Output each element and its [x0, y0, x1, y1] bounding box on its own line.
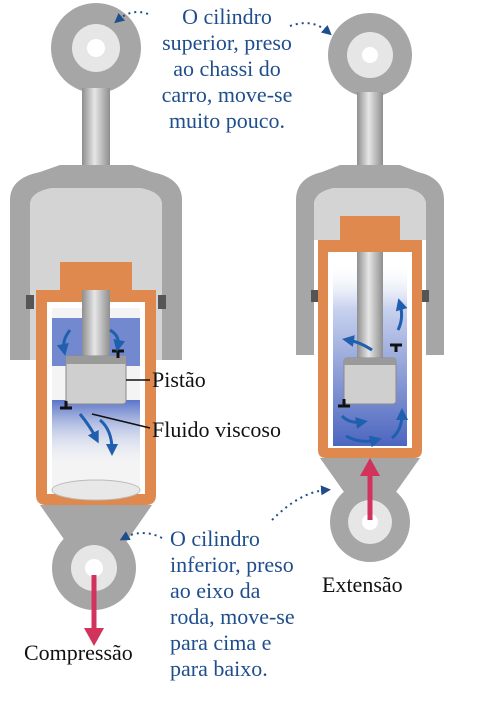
fluid-label: Fluido viscoso [152, 417, 281, 442]
extension-label: Extensão [322, 572, 403, 597]
callout-bottom-left [119, 531, 163, 541]
note-line: ao chassi do [173, 56, 281, 81]
callout-top-right [289, 22, 332, 36]
note-line: roda, move-se [170, 604, 295, 629]
upper-dust-cover-right [296, 165, 444, 355]
upper-dust-cover [10, 165, 182, 360]
piston-label: Pistão [152, 367, 206, 392]
note-line: O cilindro [170, 526, 260, 551]
note-line: O cilindro [182, 4, 272, 29]
top-cylinder-note: O cilindro superior, preso ao chassi do … [152, 4, 302, 134]
callout-bottom-right [271, 485, 331, 521]
note-line: superior, preso [162, 30, 292, 55]
compression-label: Compressão [24, 640, 133, 665]
note-line: ao eixo da [170, 578, 261, 603]
note-line: para baixo. [170, 656, 268, 681]
note-line: muito pouco. [168, 108, 286, 133]
fluid-leader [91, 413, 151, 429]
note-line: para cima e [170, 630, 272, 655]
bottom-cylinder-note: O cilindro inferior, preso ao eixo da ro… [170, 526, 295, 682]
note-line: inferior, preso [170, 552, 294, 577]
right-absorber [296, 13, 444, 562]
note-line: carro, move-se [161, 82, 293, 107]
